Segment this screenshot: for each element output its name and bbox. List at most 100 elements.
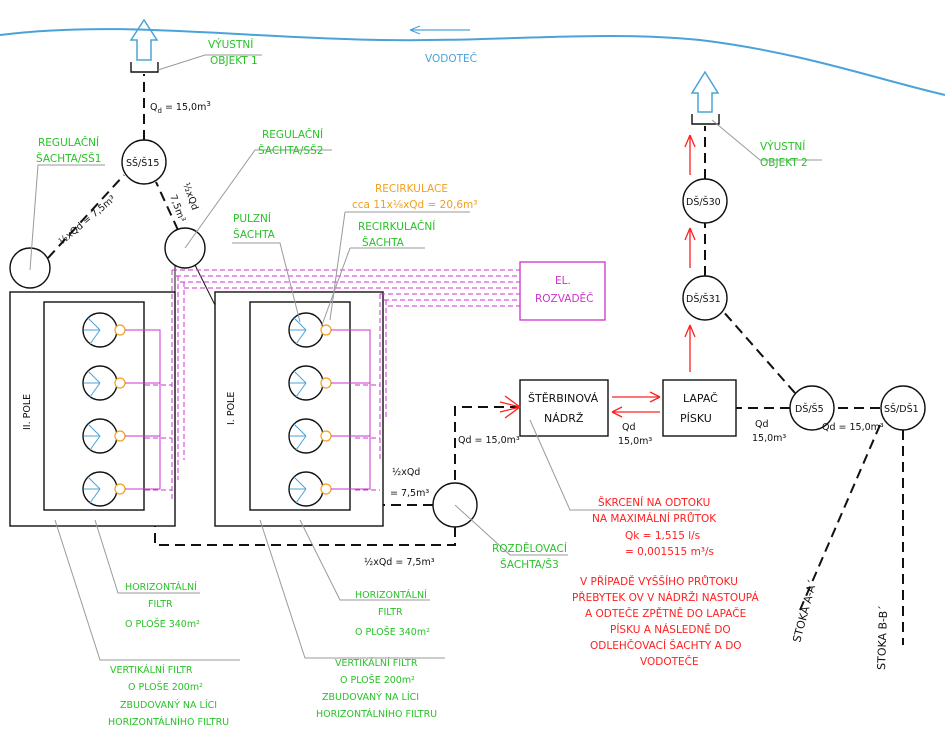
pipe-ds5-ds31 <box>721 309 796 394</box>
recirc-shaft-line2: ŠACHTA <box>362 236 405 249</box>
filter-valve <box>114 483 126 495</box>
horiz-left-line3: O PLOŠE 340m² <box>125 618 200 630</box>
filter-spray <box>290 317 307 504</box>
sand-trap-line2: PÍSKU <box>680 412 712 425</box>
filter-valve <box>320 483 332 495</box>
field-1-inner <box>249 301 351 511</box>
sand-trap-line1: LAPAČ <box>683 392 718 405</box>
pulse-shaft-line2: ŠACHTA <box>233 228 276 241</box>
vert-left-line3: ZBUDOVANÝ NA LÍCI <box>120 699 217 711</box>
vert-right-line1: VERTIKÁLNÍ FILTR <box>335 657 418 669</box>
recirculation-line1: RECIRKULACE <box>375 183 448 195</box>
field-2-label: II. POLE <box>22 394 33 430</box>
overflow-note-line: VODOTEČE <box>640 655 699 668</box>
recirc-shaft-leader <box>321 247 425 326</box>
outlet-2-label-line1: VÝUSTNÍ <box>760 140 805 153</box>
flow-ssd: Qd = 15,0m³ <box>822 422 884 433</box>
throttle-leader <box>529 419 700 511</box>
filter-valve <box>114 377 126 389</box>
flow-half-down: ½xQd = 7,5m³ <box>364 557 435 568</box>
vert-left-line2: O PLOŠE 200m² <box>128 681 203 693</box>
filter-units-field-1 <box>288 312 371 507</box>
slit-tank-box <box>519 379 609 437</box>
horiz-left-line1: HORIZONTÁLNÍ <box>125 581 197 593</box>
shaft-ds5-label: DŠ/Š5 <box>795 403 824 415</box>
watercourse-line <box>0 28 945 96</box>
shaft-ss15-label: SŠ/Š15 <box>126 157 159 169</box>
red-flow-arrow-icon <box>684 227 696 268</box>
shaft-ds30-label: DŠ/Š30 <box>686 196 721 208</box>
electrical-cabling <box>145 269 520 500</box>
sand-trap-box <box>662 379 737 437</box>
slit-tank-line1: ŠTĚRBINOVÁ <box>528 392 599 405</box>
pipe-ss1-ss15 <box>47 174 125 259</box>
flow-half-up-line1: ½xQd <box>392 467 420 478</box>
red-flow-arrow-icon <box>684 134 696 175</box>
horiz-right-line2: FILTR <box>378 607 403 618</box>
switchboard-line2: ROZVADĚČ <box>535 292 594 305</box>
horiz-right-line3: O PLOŠE 340m² <box>355 626 430 638</box>
ss1-label-line1: REGULAČNÍ <box>38 136 99 149</box>
outlet-1-label-line1: VÝUSTNÍ <box>208 38 253 51</box>
flow-sand-right-line2: 15,0m³ <box>752 433 786 444</box>
filter-spray <box>84 317 101 504</box>
flow-label-right-diag-b: 7,5m³ <box>167 193 187 223</box>
distribution-leader <box>454 504 568 556</box>
sewer-a-pipe <box>799 424 881 611</box>
filter-units-field-2 <box>82 312 161 507</box>
throttle-red-arrows <box>499 395 521 419</box>
filter-valve <box>320 324 332 336</box>
pipe-ss2-ss15 <box>155 181 179 231</box>
overflow-note-line: PŘEBYTEK OV V NÁDRŽI NASTOUPÁ <box>572 591 759 604</box>
vert-right-line4: HORIZONTÁLNÍHO FILTRU <box>316 708 437 720</box>
overflow-note-line: PÍSKU A NÁSLEDNĚ DO <box>610 623 731 636</box>
field-2-distribution <box>125 329 161 490</box>
horiz-left-leader <box>94 519 200 594</box>
filter-valve <box>114 324 126 336</box>
pipe-ss2-field1 <box>194 264 216 306</box>
outlet-2-structure <box>691 114 720 125</box>
throttle-line3: Qk = 1,515 l/s <box>625 530 700 542</box>
ss2-label-line1: REGULAČNÍ <box>262 128 323 141</box>
flow-label-top: Qd = 15,0m3 <box>150 100 211 115</box>
flow-half-up-line2: = 7,5m³ <box>390 488 429 499</box>
distribution-line2: ŠACHTA/Š3 <box>500 558 559 571</box>
throttle-line1: ŠKRCENÍ NA ODTOKU <box>598 496 710 509</box>
outlet-2-leader <box>711 119 822 161</box>
recirculation-line2: cca 11x⅟₈xQd = 20,6m³ <box>352 199 478 211</box>
overflow-red-arrow <box>611 391 661 418</box>
ss2-leader <box>184 149 332 249</box>
shaft-ds5 <box>789 385 835 431</box>
pipe-dist-field2 <box>154 526 456 546</box>
horiz-left-line2: FILTR <box>148 599 173 610</box>
shaft-ssd1-label: SŠ/DŠ1 <box>884 403 919 415</box>
outlet-1-leader <box>157 54 262 71</box>
horiz-right-leader <box>299 519 430 601</box>
switchboard-line1: EL. <box>555 275 571 287</box>
outlet-1-structure <box>130 62 159 73</box>
filter-valve <box>114 430 126 442</box>
regulation-shaft-ss1 <box>9 247 51 289</box>
recirc-shaft-line1: RECIRKULAČNÍ <box>358 220 435 233</box>
ss2-label-line2: ŠACHTA/SŠ2 <box>258 144 323 157</box>
ss1-label-line2: ŠACHTA/SŠ1 <box>36 152 101 165</box>
slit-tank-line2: NÁDRŽ <box>544 412 584 425</box>
watercourse-label: VODOTEČ <box>425 52 477 65</box>
throttle-line4: = 0,001515 m³/s <box>625 546 714 558</box>
vert-right-line3: ZBUDOVANÝ NA LÍCI <box>322 691 419 703</box>
vert-left-line1: VERTIKÁLNÍ FILTR <box>110 664 193 676</box>
pulse-shaft-leader <box>232 242 301 323</box>
flow-qd-left: Qd = 15,0m³ <box>458 435 520 446</box>
outlet-1-label-line2: OBJEKT 1 <box>210 55 258 67</box>
overflow-note-line: A ODTEČE ZPĚTNĚ DO LAPAČE <box>585 607 746 620</box>
throttle-line2: NA MAXIMÁLNÍ PRŮTOK <box>592 512 717 525</box>
filter-valve <box>320 377 332 389</box>
switchboard-box <box>519 261 606 321</box>
distribution-line1: ROZDĚLOVACÍ <box>492 542 567 555</box>
field-1-distribution <box>331 329 371 490</box>
field-1-label: I. POLE <box>226 392 237 425</box>
overflow-note-line: ODLEHČOVACÍ ŠACHTY A DO <box>590 639 742 652</box>
flow-arrow-icon <box>409 25 470 35</box>
vert-left-line4: HORIZONTÁLNÍHO FILTRU <box>108 716 229 728</box>
